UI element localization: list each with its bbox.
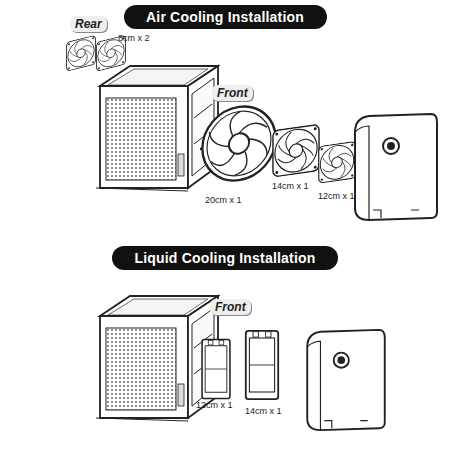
section-header: Liquid Cooling Installation (112, 246, 338, 270)
part-label: 20cm x 1 (205, 195, 242, 205)
section-header: Air Cooling Installation (124, 5, 327, 29)
part-label: 12cm x 1 (196, 400, 233, 410)
view-tag: Rear (70, 16, 107, 32)
part-label: 8cm x 2 (118, 33, 150, 43)
header-text: Air Cooling Installation (146, 9, 304, 25)
view-tag: Front (210, 299, 251, 315)
part-label: 14cm x 1 (272, 181, 309, 191)
view-tag: Front (212, 85, 253, 101)
part-label: 14cm x 1 (245, 406, 282, 416)
header-text: Liquid Cooling Installation (134, 250, 315, 266)
part-label: 12cm x 1 (318, 191, 355, 201)
